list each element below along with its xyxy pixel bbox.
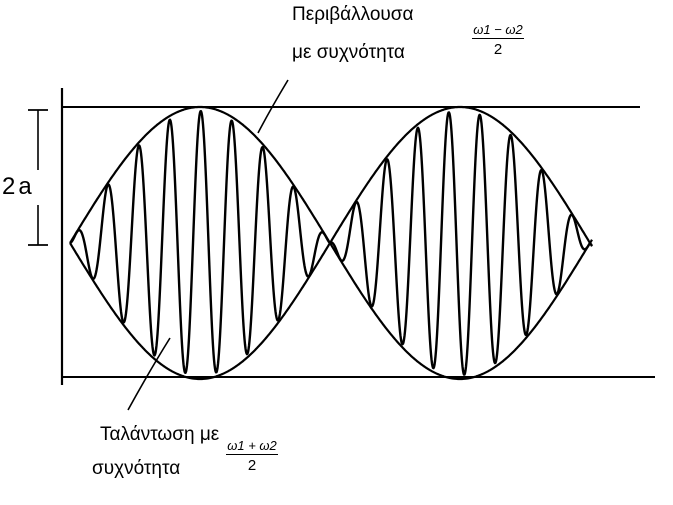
oscillation-frequency-denominator: 2 (247, 457, 257, 474)
amplitude-label: 2a (2, 173, 35, 200)
envelope-lower-curve (69, 240, 593, 381)
envelope-frequency-fraction: ω1 − ω2 2 (472, 22, 524, 58)
envelope-frequency-denominator: 2 (493, 41, 503, 58)
envelope-frequency-numerator: ω1 − ω2 (472, 22, 524, 39)
oscillation-frequency-fraction: ω1 + ω2 2 (226, 438, 278, 474)
oscillation-curve (69, 110, 593, 376)
oscillation-leader-line (127, 337, 171, 411)
oscillation-label-line1: Ταλάντωση με (100, 424, 220, 445)
envelope-label-line2: με συχνότητα (292, 42, 405, 63)
envelope-leader-line (257, 79, 289, 134)
envelope-upper-curve (69, 105, 593, 246)
oscillation-label-line2: συχνότητα (92, 458, 181, 479)
oscillation-frequency-numerator: ω1 + ω2 (226, 438, 278, 455)
envelope-label-line1: Περιβάλλουσα (292, 4, 414, 25)
